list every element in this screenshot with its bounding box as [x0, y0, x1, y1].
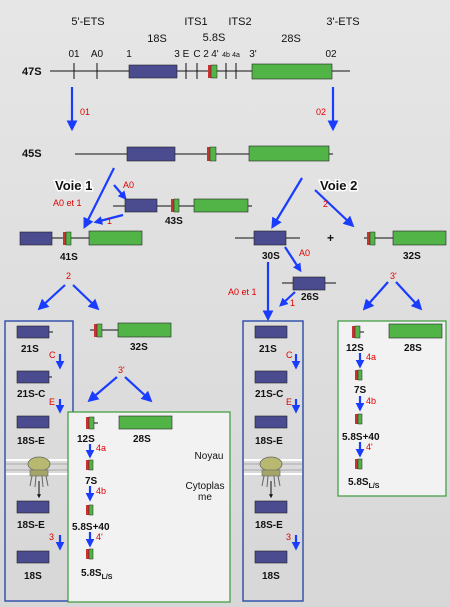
label-its2: ITS2: [228, 16, 251, 28]
p2-cut-a0-1: A0 et 1: [228, 287, 257, 297]
p1-l-cut-c: C: [49, 350, 56, 360]
p2-r-7s: 7S: [354, 385, 367, 396]
p1-r-58s: 5.8SL/S: [81, 568, 113, 581]
p2-label-30s: 30S: [262, 251, 280, 262]
p1-cut-3prime: 3': [118, 365, 125, 375]
p2-r-cut-4prime: 4': [366, 442, 373, 452]
pathway-2: Voie 2 2 30S + 32S A0 26S A0 et 1 1 3': [228, 177, 447, 322]
region-58s-47s: [210, 64, 218, 79]
p1-l-18s: 18S: [24, 571, 42, 582]
label-47s: 47S: [22, 66, 42, 78]
panel-p2-right: 12S 28S 4a 7S 4b 5.8S+40 4' 5.8SL/S: [337, 320, 447, 497]
site-e: E: [183, 49, 190, 60]
label-28s: 28S: [281, 33, 301, 45]
compartment-labels: Noyau Cytoplas me: [186, 451, 225, 503]
region-28s-47s: [251, 63, 333, 80]
p1-label-32s: 32S: [130, 342, 148, 353]
p1-cut-2: 2: [66, 271, 71, 281]
site-4b: 4b: [222, 52, 230, 59]
site-02: 02: [325, 49, 337, 60]
p2-plus: +: [327, 231, 334, 245]
p2-r-58s40: 5.8S+40: [342, 432, 380, 443]
site-3prime: 3': [249, 49, 257, 60]
label-its1: ITS1: [184, 16, 207, 28]
p1-r-7s: 7S: [85, 476, 98, 487]
p1-r-28s: 28S: [133, 434, 151, 445]
site-3: 3: [174, 49, 180, 60]
p1-l-18s-e: 18S-E: [17, 436, 45, 447]
label-45s: 45S: [22, 148, 42, 160]
p2-cut-a0: A0: [299, 248, 310, 258]
p2-l-cut-e: E: [286, 397, 292, 407]
site-4a: 4a: [232, 52, 240, 59]
p1-l-18s-e-cyto: 18S-E: [17, 520, 45, 531]
site-a0: A0: [91, 49, 104, 60]
label-5ets: 5'-ETS: [71, 16, 104, 28]
p1-cut-1: 1: [107, 216, 112, 226]
site-c: C: [193, 49, 200, 60]
cut-02: 02: [316, 107, 326, 117]
transcript-47s: 47S: [22, 63, 350, 80]
p1-l-cut-3: 3: [49, 532, 54, 542]
p1-r-cut-4b: 4b: [96, 486, 106, 496]
label-43s: 43S: [165, 216, 183, 227]
p1-l-21s: 21S: [21, 344, 39, 355]
p1-r-12s: 12S: [77, 434, 95, 445]
site-1: 1: [126, 49, 132, 60]
pathway1-title: Voie 1: [55, 178, 92, 193]
p2-r-cut-4b: 4b: [366, 396, 376, 406]
label-58s: 5.8S: [203, 32, 226, 44]
p1-l-cut-e: E: [49, 397, 55, 407]
p2-label-32s: 32S: [403, 251, 421, 262]
region-18s-47s: [128, 64, 178, 79]
p2-l-18s-e: 18S-E: [255, 436, 283, 447]
p1-cut-a0-1: A0 et 1: [53, 198, 82, 208]
p2-r-58s: 5.8SL/S: [348, 477, 380, 490]
label-nucleus: Noyau: [195, 451, 224, 462]
panel-p2-left: 21S C 21S-C E 18S-E 18S-E 3 18S: [242, 320, 304, 602]
top-labels: 5'-ETS 18S ITS1 ITS2 5.8S 28S 3'-ETS 01 …: [68, 16, 359, 60]
label-cytoplasm-2: me: [198, 492, 212, 503]
p2-l-cut-c: C: [286, 350, 293, 360]
p2-r-28s: 28S: [404, 343, 422, 354]
transcript-45s: 45S: [22, 145, 333, 162]
p1-l-21s-c: 21S-C: [17, 389, 45, 400]
cut-01: 01: [80, 107, 90, 117]
p2-r-cut-4a: 4a: [366, 352, 376, 362]
p2-l-18s: 18S: [262, 571, 280, 582]
site-01: 01: [68, 49, 80, 60]
p2-cut-3prime: 3': [390, 271, 397, 281]
p2-cut-1: 1: [290, 298, 295, 308]
nuclear-pore-icon-2: [259, 456, 283, 472]
site-4prime: 4': [211, 49, 219, 60]
pathway-1: Voie 1 A0 A0 et 1 1 43S 41S 2: [19, 167, 252, 311]
label-3ets: 3'-ETS: [326, 16, 359, 28]
nuclear-pore-icon: [27, 456, 51, 472]
site-2: 2: [203, 49, 209, 60]
cuts-01-02: 01 02: [66, 87, 339, 132]
panel-p1-right: 12S 28S 4a 7S 4b 5.8S+40 4' 5.8SL/S: [67, 411, 231, 603]
label-41s: 41S: [60, 252, 78, 263]
panel-p1-left: 21S C 21S-C E 18S-E 18S-E 3 18S: [4, 320, 74, 602]
p2-l-21s-c: 21S-C: [255, 389, 283, 400]
p1-r-cut-4a: 4a: [96, 443, 106, 453]
p2-label-26s: 26S: [301, 292, 319, 303]
p1-r-58s40: 5.8S+40: [72, 522, 110, 533]
p1-32s: 32S 3': [87, 322, 172, 403]
p2-cut-2: 2: [323, 199, 328, 209]
p1-cut-a0: A0: [123, 180, 134, 190]
label-18s: 18S: [147, 33, 167, 45]
p2-l-21s: 21S: [259, 344, 277, 355]
p2-l-18s-e-cyto: 18S-E: [255, 520, 283, 531]
p1-r-cut-4prime: 4': [96, 532, 103, 542]
pathway2-title: Voie 2: [320, 178, 357, 193]
p2-l-cut-3: 3: [286, 532, 291, 542]
p2-r-12s: 12S: [346, 343, 364, 354]
label-cytoplasm-1: Cytoplas: [186, 481, 225, 492]
